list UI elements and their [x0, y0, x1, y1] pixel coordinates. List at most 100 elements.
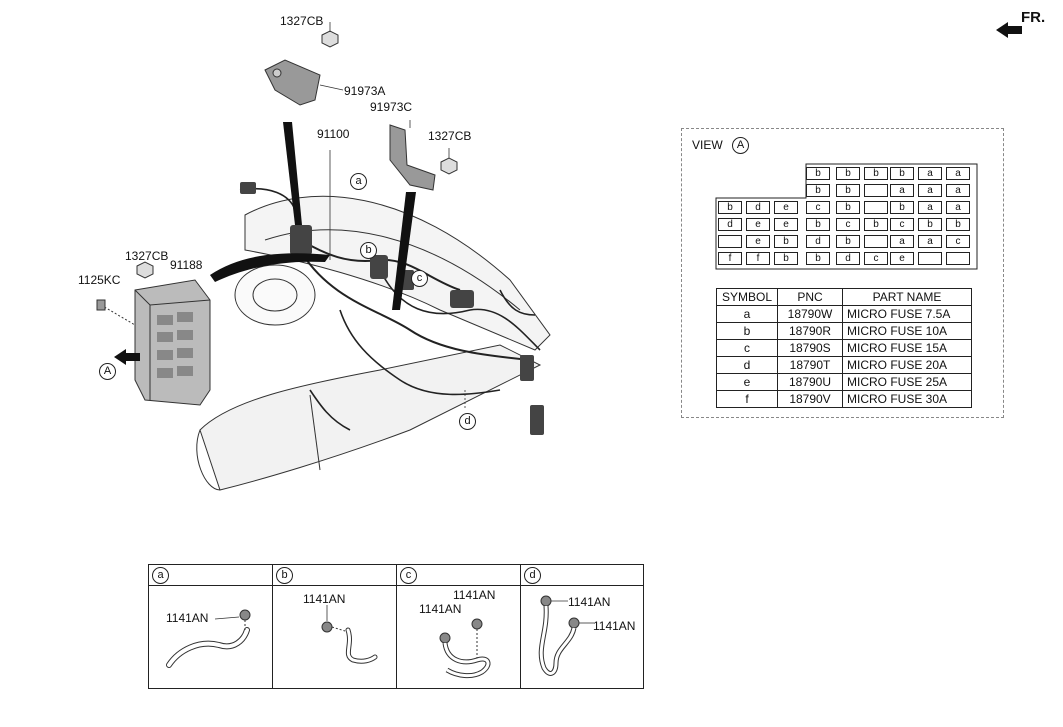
callout-91100: 91100 — [317, 127, 350, 141]
fuse-block-outline — [715, 163, 978, 270]
fuse-slot — [864, 201, 888, 214]
fuse-slot: b — [864, 218, 888, 231]
ground-cable-illustration — [538, 595, 594, 676]
fuse-slot — [946, 252, 970, 265]
fuse-slot: c — [890, 218, 914, 231]
fuse-part-name: MICRO FUSE 30A — [842, 390, 972, 408]
fuse-slot — [718, 235, 742, 248]
detail-marker: c — [400, 567, 417, 584]
fuse-slot: b — [806, 252, 830, 265]
ground-cable-illustration — [439, 618, 491, 679]
ground-cable-illustration — [321, 605, 378, 664]
fuse-slot: c — [946, 235, 970, 248]
fuse-slot: e — [774, 218, 798, 231]
fuse-part-name: MICRO FUSE 15A — [842, 339, 972, 357]
fuse-slot — [864, 235, 888, 248]
fuse-slot: b — [836, 184, 860, 197]
fuse-slot: d — [836, 252, 860, 265]
fuse-pnc: 18790T — [777, 356, 843, 374]
fuse-slot: a — [918, 235, 942, 248]
marker-d: d — [459, 413, 476, 430]
fuse-slot: b — [836, 167, 860, 180]
fuse-slot: b — [890, 201, 914, 214]
fuse-slot: f — [718, 252, 742, 265]
header-pnc: PNC — [777, 288, 843, 306]
header-symbol: SYMBOL — [716, 288, 778, 306]
nut-icon — [440, 157, 458, 175]
detail-cell-a: a 1141AN — [149, 565, 273, 688]
fuse-symbol: b — [716, 322, 778, 340]
fuse-slot: c — [836, 218, 860, 231]
ground-cable-illustration — [166, 609, 251, 668]
header-part-name: PART NAME — [842, 288, 972, 306]
detail-label: 1141AN — [453, 588, 496, 602]
callout-1125kc: 1125KC — [78, 273, 121, 287]
fuse-slot: b — [718, 201, 742, 214]
detail-marker: a — [152, 567, 169, 584]
fuse-slot — [864, 184, 888, 197]
fuse-slot: e — [746, 235, 770, 248]
fuse-part-name: MICRO FUSE 25A — [842, 373, 972, 391]
detail-cell-b: b 1141AN — [273, 565, 397, 688]
fuse-slot: c — [806, 201, 830, 214]
fuse-slot: f — [746, 252, 770, 265]
fuse-pnc: 18790R — [777, 322, 843, 340]
front-label: FR. — [1021, 9, 1046, 26]
marker-b: b — [360, 242, 377, 259]
fuse-slot: b — [864, 167, 888, 180]
detail-table: a 1141AN b 1141AN c 1141AN 1141AN — [148, 564, 644, 689]
fuse-slot: b — [836, 235, 860, 248]
view-a-arrow-icon — [114, 349, 140, 365]
fuse-slot: d — [718, 218, 742, 231]
detail-cell-c: c 1141AN 1141AN — [397, 565, 521, 688]
fuse-symbol: c — [716, 339, 778, 357]
fuse-slot: b — [946, 218, 970, 231]
marker-c: c — [411, 270, 428, 287]
fuse-slot: e — [746, 218, 770, 231]
detail-label: 1141AN — [303, 592, 346, 606]
fuse-slot: a — [890, 184, 914, 197]
fuse-symbol: d — [716, 356, 778, 374]
detail-label: 1141AN — [568, 595, 611, 609]
marker-view-a: A — [99, 363, 116, 380]
fuse-slot: a — [918, 167, 942, 180]
front-arrow-icon — [996, 22, 1022, 38]
fuse-slot: b — [774, 252, 798, 265]
nut-icon — [321, 30, 339, 48]
fuse-slot: b — [806, 218, 830, 231]
fuse-slot: b — [890, 167, 914, 180]
fuse-symbol: e — [716, 373, 778, 391]
fuse-slot: d — [806, 235, 830, 248]
fuse-part-name: MICRO FUSE 7.5A — [842, 305, 972, 323]
fuse-pnc: 18790S — [777, 339, 843, 357]
callout-91188: 91188 — [170, 258, 203, 272]
marker-a: a — [350, 173, 367, 190]
callout-91973a: 91973A — [344, 84, 386, 98]
fuse-slot — [918, 252, 942, 265]
detail-label: 1141AN — [593, 619, 636, 633]
fuse-slot: a — [918, 201, 942, 214]
junction-box-illustration — [96, 261, 211, 406]
fuse-slot: a — [946, 184, 970, 197]
detail-marker: d — [524, 567, 541, 584]
fuse-symbol: a — [716, 305, 778, 323]
callout-1327cb-top: 1327CB — [280, 14, 324, 28]
fuse-part-name: MICRO FUSE 10A — [842, 322, 972, 340]
detail-label: 1141AN — [419, 602, 462, 616]
view-title: VIEW A — [692, 137, 750, 155]
detail-marker: b — [276, 567, 293, 584]
view-title-text: VIEW — [692, 138, 723, 152]
fuse-symbol: f — [716, 390, 778, 408]
view-a-panel — [681, 128, 1004, 418]
callout-1327cb-right: 1327CB — [428, 129, 472, 143]
fuse-slot: a — [946, 167, 970, 180]
callout-91973c: 91973C — [370, 100, 413, 114]
fuse-pnc: 18790W — [777, 305, 843, 323]
fuse-slot: c — [864, 252, 888, 265]
